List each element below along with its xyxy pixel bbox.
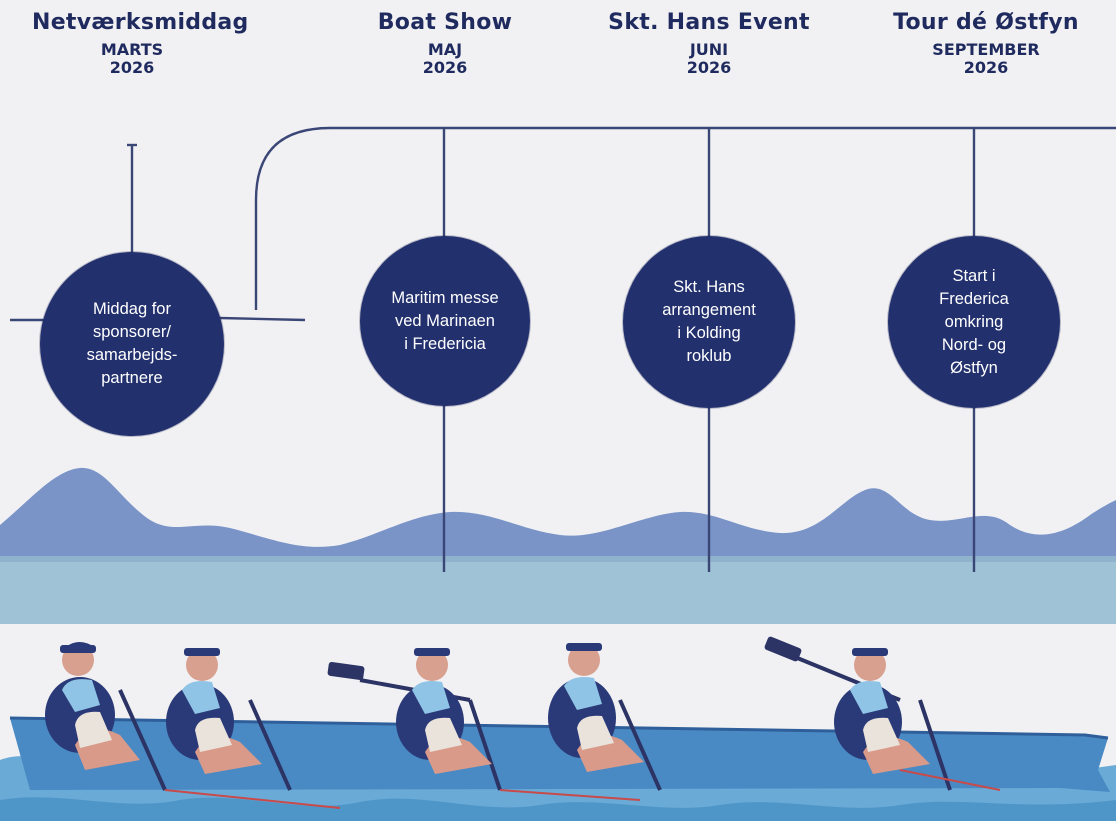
event-circle-netvaerksmiddag: Middag for sponsorer/ samarbejds- partne… <box>40 252 224 436</box>
event-title: Skt. Hans Event <box>608 10 810 35</box>
event-title: Netværksmiddag <box>32 10 249 35</box>
event-header-netvaerksmiddag: Netværksmiddag MARTS 2026 <box>32 10 249 77</box>
event-year: 2026 <box>109 58 155 77</box>
rower-1 <box>45 641 140 770</box>
event-description: Middag for sponsorer/ samarbejds- partne… <box>86 300 178 387</box>
boat-hull <box>10 718 1110 792</box>
event-header-tour-de-ostfyn: Tour dé Østfyn SEPTEMBER 2026 <box>876 10 1096 77</box>
oar-red-lines <box>164 769 1001 809</box>
event-month: MAJ <box>427 40 463 59</box>
event-description: Skt. Hans arrangement i Kolding roklub <box>662 278 756 365</box>
water-band-shade <box>0 556 1116 562</box>
sea-foam <box>0 797 1116 821</box>
water-band <box>0 556 1116 624</box>
rower-3 <box>396 648 492 774</box>
event-year: 2026 <box>963 58 1009 77</box>
event-title: Tour dé Østfyn <box>893 10 1079 35</box>
event-description: Start i Frederica omkring Nord- og Østfy… <box>939 266 1009 377</box>
event-description: Maritim messe ved Marinaen i Fredericia <box>391 288 499 353</box>
mountain-range <box>0 467 1116 560</box>
event-month: MARTS <box>100 40 164 59</box>
main-curve-line <box>254 126 1116 310</box>
event-circle-skt-hans: Skt. Hans arrangement i Kolding roklub <box>623 236 795 408</box>
timeline-lines <box>10 126 1116 572</box>
event-title: Boat Show <box>377 10 513 35</box>
event-header-boat-show: Boat Show MAJ 2026 <box>345 10 545 77</box>
event-circle-boat-show: Maritim messe ved Marinaen i Fredericia <box>360 236 530 406</box>
oar-blades <box>327 636 802 681</box>
boat-trim <box>9 716 1109 740</box>
event-circle-tour-de-ostfyn: Start i Frederica omkring Nord- og Østfy… <box>888 236 1060 408</box>
rower-4 <box>548 643 644 772</box>
event-year: 2026 <box>686 58 732 77</box>
event-month: SEPTEMBER <box>932 40 1040 59</box>
event-year: 2026 <box>422 58 468 77</box>
rower-2 <box>166 648 262 774</box>
event-month: JUNI <box>689 40 729 59</box>
event-header-skt-hans: Skt. Hans Event JUNI 2026 <box>601 10 817 77</box>
rower-5 <box>834 648 930 774</box>
connector-line <box>219 316 306 322</box>
